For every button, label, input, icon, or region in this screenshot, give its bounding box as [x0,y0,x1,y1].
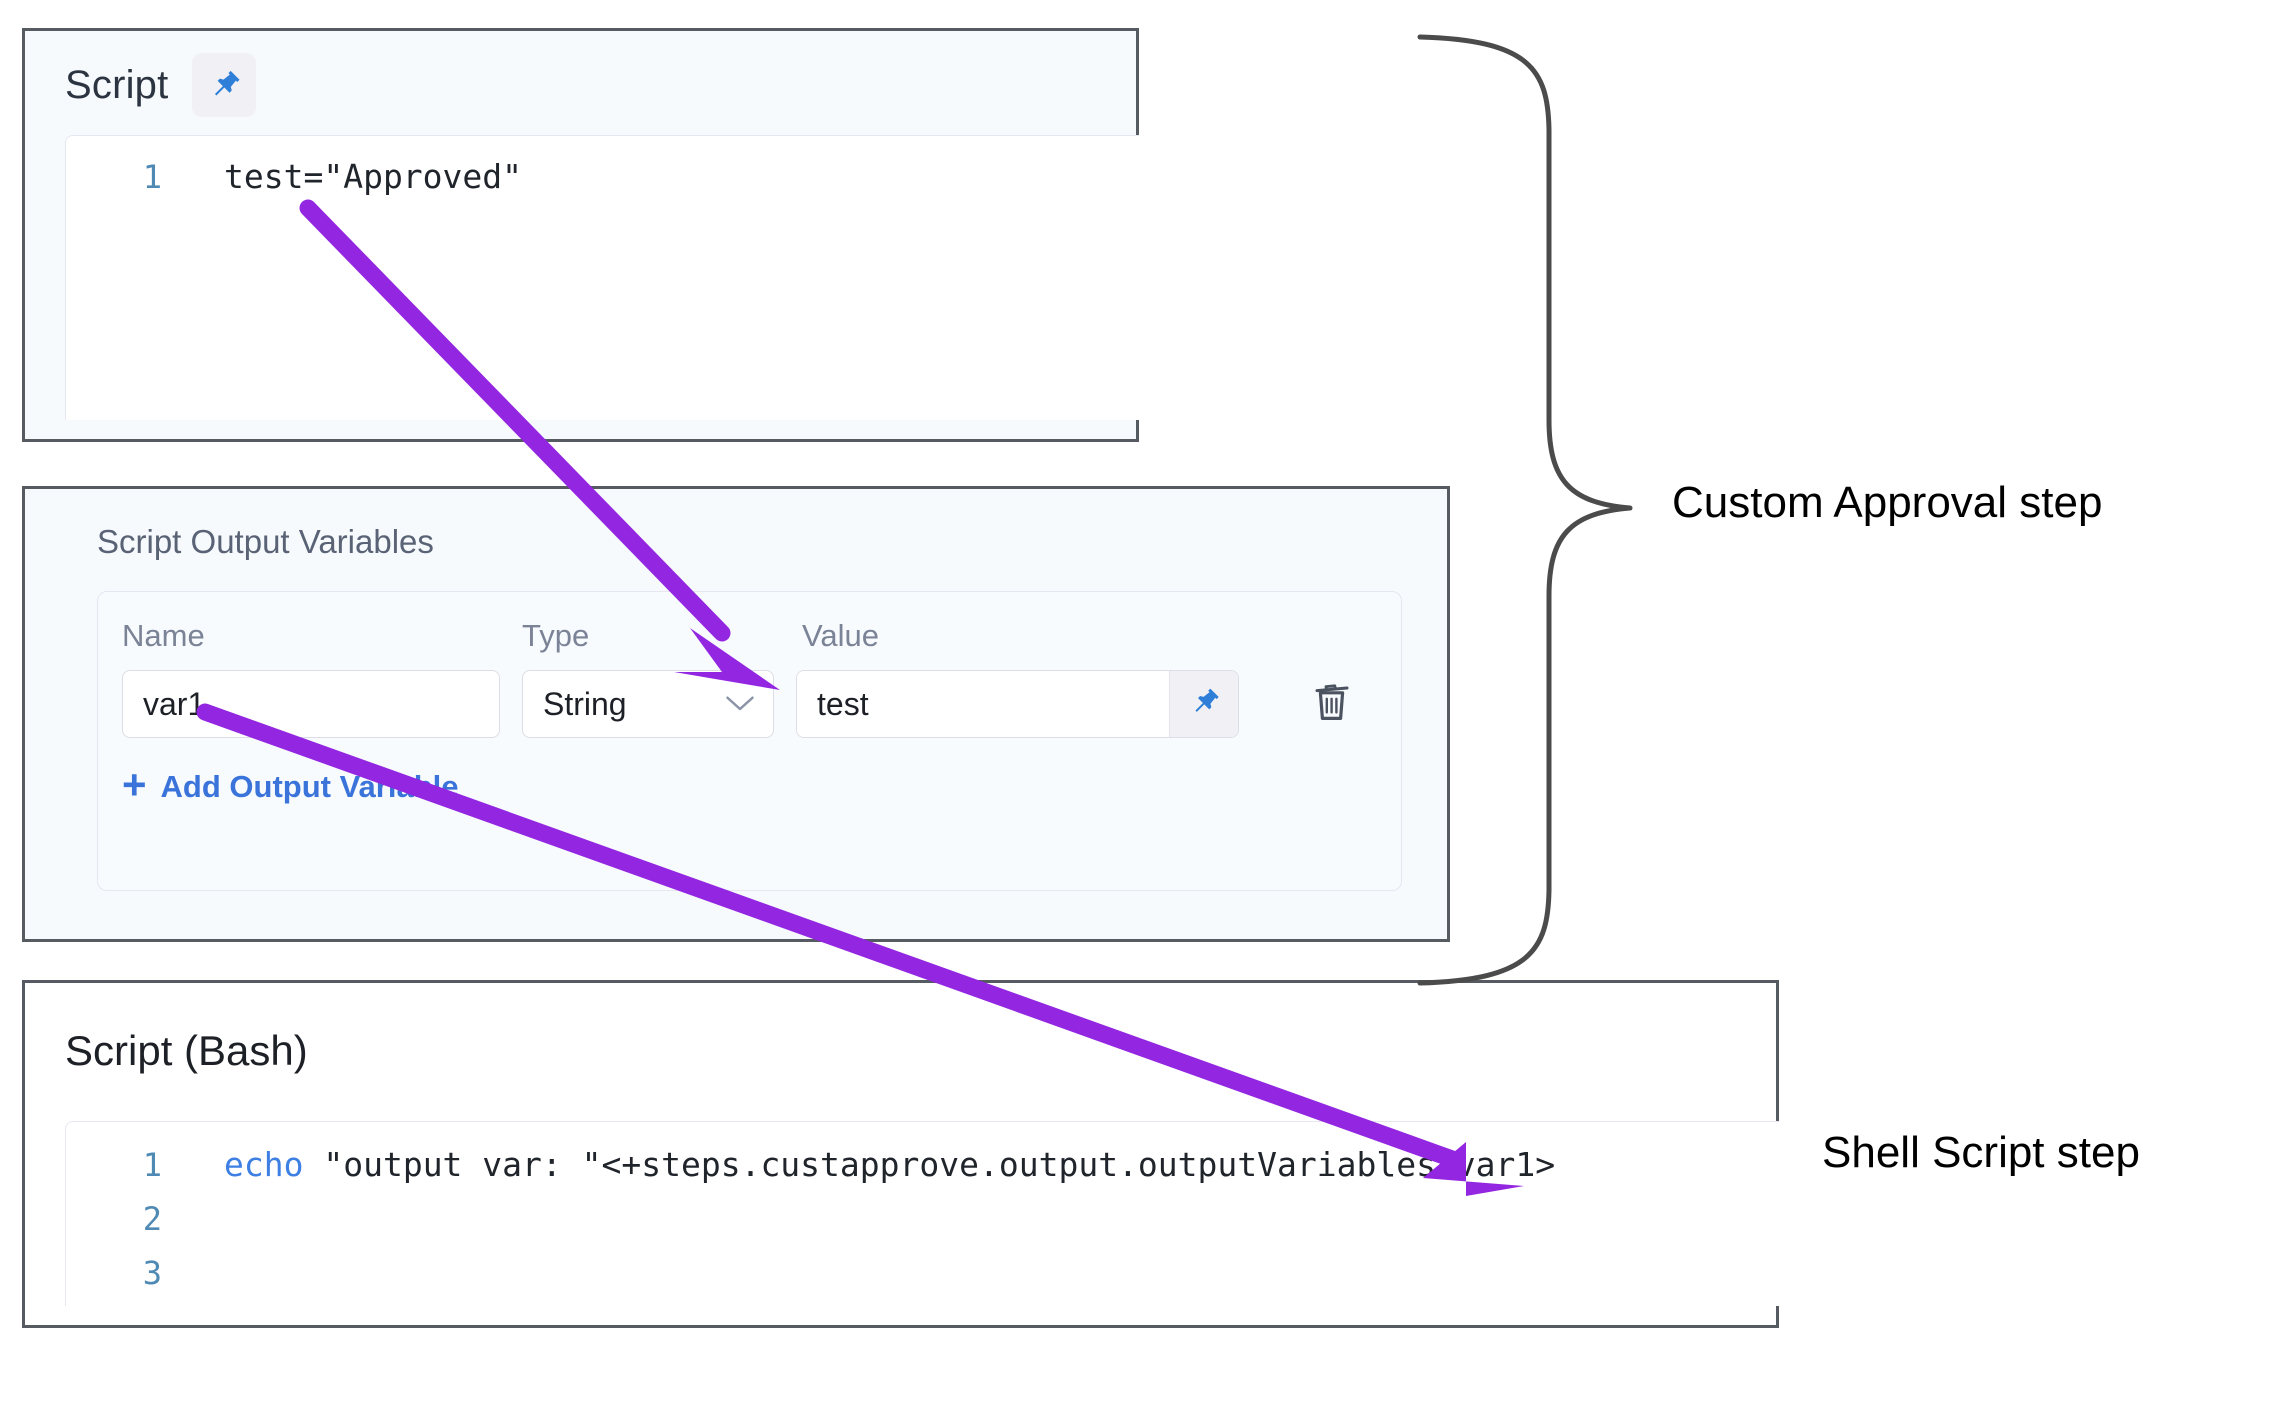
script-panel: Script 1 test="Approved" [22,28,1139,442]
line-number: 1 [142,1146,162,1184]
add-output-variable-button[interactable]: + Add Output Variable [98,738,1401,808]
column-header-type: Type [522,618,590,653]
variable-type-select[interactable]: String [522,670,774,738]
bash-script-panel: Script (Bash) 1 echo "output var: "<+ste… [22,980,1779,1328]
output-variables-card: Name Type Value var1 String test [97,591,1402,891]
line-number: 2 [142,1200,162,1238]
bash-panel-title: Script (Bash) [65,1027,308,1074]
trash-icon [1308,678,1356,731]
curly-brace-icon [1417,34,1633,986]
pin-icon [1186,684,1222,725]
line-number: 3 [142,1254,162,1292]
annotation-shell-script-step: Shell Script step [1822,1128,2140,1177]
column-headers: Name Type Value [98,592,1401,654]
code-keyword: echo [224,1145,304,1184]
table-row: var1 String test [98,654,1401,738]
add-output-variable-label: Add Output Variable [160,769,459,804]
code-line: 2 [66,1192,1779,1246]
output-variables-title: Script Output Variables [97,523,434,560]
column-header-name: Name [122,618,205,653]
pin-icon-button[interactable] [192,53,257,117]
code-rest: "output var: "<+steps.custapprove.output… [303,1145,1556,1184]
script-panel-header: Script [25,31,1136,135]
chevron-down-icon [725,691,755,717]
delete-variable-button[interactable] [1303,675,1361,733]
value-pin-icon-button[interactable] [1169,671,1238,737]
script-panel-title: Script [65,62,169,107]
bash-code-editor[interactable]: 1 echo "output var: "<+steps.custapprove… [65,1121,1779,1306]
pin-icon [205,66,243,104]
annotation-custom-approval-step: Custom Approval step [1672,478,2103,527]
variable-value-input[interactable]: test [797,671,1169,737]
script-code-editor[interactable]: 1 test="Approved" [65,135,1139,420]
code-text: test="Approved" [224,157,523,196]
variable-value-group: test [796,670,1239,738]
column-header-value: Value [802,618,879,653]
variable-type-value: String [543,685,627,722]
script-output-variables-panel: Script Output Variables Name Type Value … [22,486,1450,942]
line-number: 1 [142,158,162,196]
code-line: 3 [66,1246,1779,1300]
plus-icon: + [122,761,147,808]
code-text: echo "output var: "<+steps.custapprove.o… [162,1138,1555,1192]
variable-name-input[interactable]: var1 [122,670,500,738]
code-line: 1 test="Approved" [66,150,1139,204]
code-line: 1 echo "output var: "<+steps.custapprove… [66,1138,1779,1192]
